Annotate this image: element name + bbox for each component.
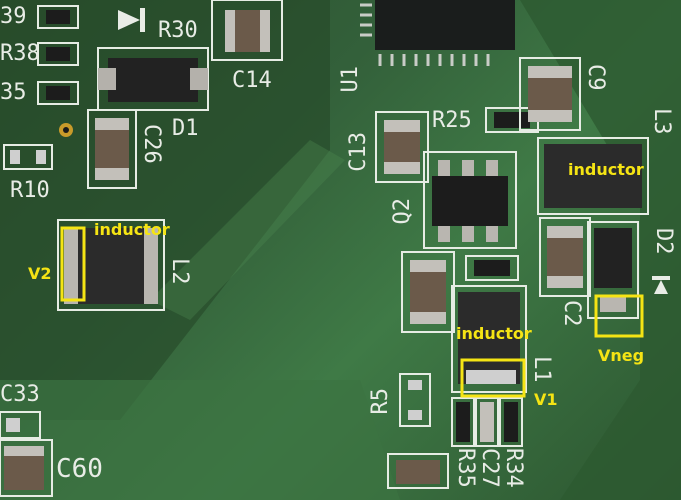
capacitor-c26	[87, 109, 137, 189]
capacitor-c13	[375, 111, 429, 183]
silk-d2: D2	[651, 228, 676, 255]
annotation-vneg: Vneg	[598, 346, 645, 365]
annotation-inductor-center: inductor	[456, 324, 532, 343]
diode-symbol-d1	[118, 8, 145, 32]
inductor-l3	[537, 137, 649, 215]
capacitor-c27	[475, 397, 499, 447]
silk-r10: R10	[10, 178, 50, 203]
silk-q2: Q2	[390, 198, 415, 225]
capacitor-c2	[539, 217, 591, 297]
silk-d1: D1	[172, 116, 199, 141]
inductor-l1	[451, 285, 527, 393]
copper-pour-bottom	[0, 380, 400, 500]
silk-c27: C27	[477, 448, 502, 488]
silk-c2: C2	[559, 300, 584, 327]
vneg-marker-box	[594, 294, 644, 338]
resistor-r5	[399, 373, 431, 427]
annotation-inductor-right: inductor	[568, 160, 644, 179]
resistor-r35top	[37, 81, 79, 105]
silk-r35top: 35	[0, 80, 27, 105]
capacitor-c33	[0, 411, 41, 439]
silk-c60: C60	[56, 454, 103, 484]
diode-d1	[97, 47, 209, 111]
annotation-v1: V1	[534, 390, 558, 409]
silk-c14: C14	[232, 68, 272, 93]
silk-l3: L3	[649, 108, 674, 135]
silk-r39: 39	[0, 4, 27, 29]
diode-d2	[587, 221, 639, 319]
resistor-small	[465, 255, 519, 281]
resistor-r39	[37, 5, 79, 29]
silk-r5: R5	[368, 388, 393, 415]
resistor-r38	[37, 42, 79, 66]
silk-r34: R34	[501, 448, 526, 488]
capacitor-c9	[519, 57, 581, 131]
silk-u1: U1	[338, 66, 363, 93]
trace-diagonal	[150, 140, 345, 320]
silk-c9: C9	[583, 64, 608, 91]
capacitor-mid	[401, 251, 455, 333]
copper-pour-right	[520, 0, 681, 500]
silk-r30: R30	[158, 18, 198, 43]
transistor-q2	[423, 151, 517, 249]
silk-r38: R38	[0, 41, 40, 66]
v2-marker-box	[60, 226, 86, 302]
resistor-r34	[499, 397, 523, 447]
silk-l2: L2	[167, 258, 192, 285]
copper-pour-left	[0, 0, 330, 420]
v1-marker-box	[460, 358, 526, 398]
diode-symbol-d2	[652, 276, 670, 294]
ic-u1	[360, 0, 515, 66]
annotation-v2: V2	[28, 264, 52, 283]
silk-c33: C33	[0, 382, 40, 407]
silk-r35: R35	[453, 448, 478, 488]
silk-c26: C26	[139, 124, 164, 164]
capacitor-c14	[211, 0, 283, 61]
resistor-r10	[3, 144, 53, 170]
silk-c13: C13	[346, 132, 371, 172]
annotation-inductor-left: inductor	[94, 220, 170, 239]
capacitor-c60	[0, 439, 53, 497]
inductor-l2	[57, 219, 165, 311]
resistor-r35	[451, 397, 475, 447]
capacitor-bottom	[387, 453, 449, 489]
silk-r25: R25	[432, 108, 472, 133]
silk-l1: L1	[529, 356, 554, 383]
